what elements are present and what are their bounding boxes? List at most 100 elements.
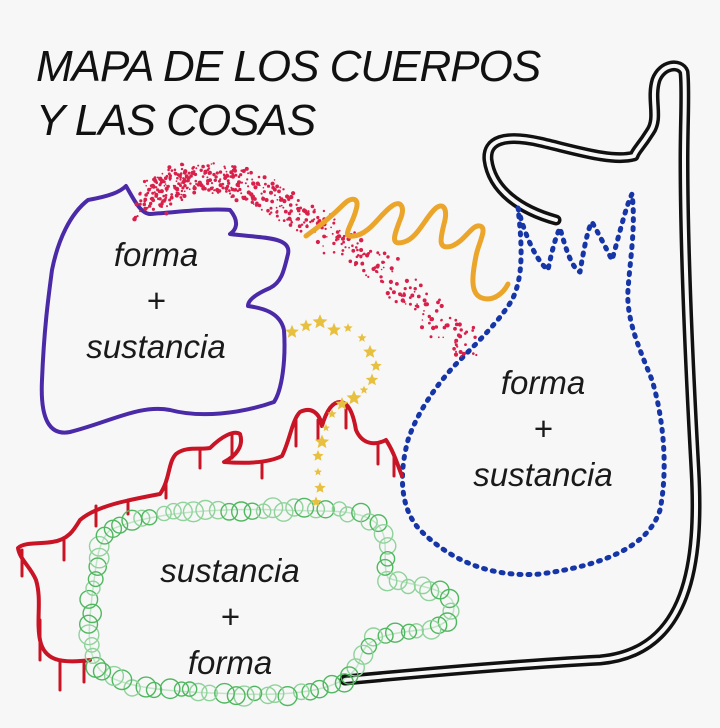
green-ring <box>339 506 356 523</box>
spray-dot <box>378 253 381 256</box>
spray-dot <box>306 224 308 226</box>
spray-dot <box>298 213 301 216</box>
spray-dot <box>223 165 226 168</box>
green-ring <box>173 681 190 697</box>
green-ring <box>156 505 172 522</box>
spray-dot <box>165 174 169 178</box>
spray-dot <box>271 199 274 202</box>
spray-dot <box>145 179 149 182</box>
spray-dot <box>316 215 320 220</box>
spray-dot <box>247 185 250 188</box>
star-icon <box>322 423 330 432</box>
spray-dot <box>270 211 273 214</box>
spray-dot <box>296 206 300 211</box>
green-ring <box>277 685 298 707</box>
spray-dot <box>237 180 241 185</box>
spray-dot <box>151 207 155 211</box>
star-icon <box>359 385 369 394</box>
spray-dot <box>290 221 294 224</box>
star-icon <box>310 496 322 507</box>
spray-dot <box>149 201 153 206</box>
spray-dot <box>359 238 364 243</box>
green-ring <box>413 576 432 595</box>
spray-dot <box>164 211 169 216</box>
spray-dot <box>310 204 315 209</box>
spray-dot <box>303 221 306 224</box>
spray-dot <box>454 343 458 347</box>
spray-dot <box>180 162 184 167</box>
spray-dot <box>404 278 409 283</box>
green-ring <box>95 526 114 545</box>
spray-dot <box>228 189 231 193</box>
spray-dot <box>170 193 174 196</box>
spray-dot <box>218 170 223 174</box>
spray-dot <box>322 245 324 247</box>
spray-dot <box>237 175 241 178</box>
spray-dot <box>253 203 255 205</box>
spray-dot <box>187 186 189 189</box>
spray-dot <box>299 229 303 233</box>
green-ring <box>400 623 418 640</box>
spray-dot <box>149 197 153 200</box>
spray-dot <box>217 192 219 194</box>
spray-dot <box>192 165 196 169</box>
spray-dot <box>180 198 184 201</box>
spray-dot <box>337 238 340 241</box>
spray-dot <box>199 168 203 172</box>
spray-dot <box>342 234 346 238</box>
spray-dot <box>170 175 172 177</box>
spray-dot <box>332 241 336 246</box>
spray-dot <box>192 172 195 176</box>
spray-dot <box>273 187 277 192</box>
spray-dot <box>139 210 142 213</box>
spray-dot <box>188 188 191 191</box>
spray-dot <box>381 280 385 284</box>
spray-dot <box>180 182 183 185</box>
spray-dot <box>275 184 279 189</box>
spray-dot <box>229 192 232 195</box>
green-ring <box>316 500 335 519</box>
spray-dot <box>134 202 139 207</box>
spray-dot <box>251 181 256 186</box>
spray-dot <box>169 202 173 206</box>
green-ring <box>165 502 182 520</box>
spray-dot <box>189 182 192 185</box>
spray-dot <box>177 182 181 186</box>
spray-dot <box>195 183 198 185</box>
spray-dot <box>375 264 380 269</box>
spray-dot <box>471 329 475 332</box>
spray-dot <box>206 176 209 179</box>
spray-dot <box>429 317 435 322</box>
spray-dot <box>223 174 226 177</box>
star-icon <box>299 319 313 332</box>
spray-dot <box>389 266 394 271</box>
spray-dot <box>164 183 167 185</box>
green-ring <box>103 665 125 687</box>
spray-dot <box>282 206 285 209</box>
green-ring <box>262 497 284 519</box>
spray-dot <box>356 248 359 252</box>
spray-dot <box>336 234 341 239</box>
green-ring <box>373 524 394 544</box>
spray-dot <box>342 240 345 244</box>
spray-dot <box>225 173 228 176</box>
spray-dot <box>423 310 425 312</box>
spray-dot <box>193 172 198 177</box>
spray-dot <box>424 302 428 306</box>
spray-dot <box>410 293 415 298</box>
spray-dot <box>275 206 278 209</box>
spray-dot <box>247 172 250 175</box>
spray-dot <box>309 220 312 224</box>
spray-dot <box>445 323 450 328</box>
green-blob-label: sustancia + forma <box>130 548 330 686</box>
spray-dot <box>359 248 364 252</box>
spray-dot <box>203 169 208 174</box>
spray-dot <box>408 302 412 306</box>
spray-dot <box>465 330 469 334</box>
spray-dot <box>158 183 160 186</box>
spray-dot <box>237 185 240 188</box>
spray-dot <box>262 175 267 180</box>
spray-dot <box>210 163 213 165</box>
